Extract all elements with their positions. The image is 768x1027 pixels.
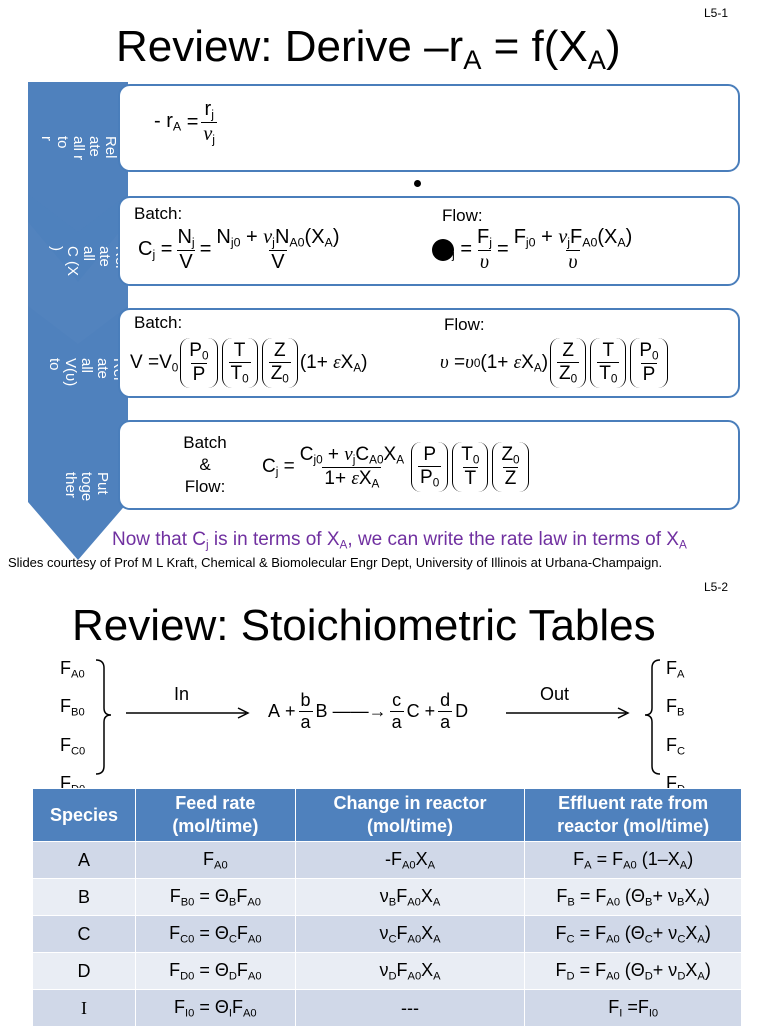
slide-credit: Slides courtesy of Prof M L Kraft, Chemi…: [8, 555, 663, 570]
rate-law-note: Now that Cj is in terms of XA, we can wr…: [112, 529, 687, 552]
effluent-cell: FD = FA0 (ΘD+ νDXA): [524, 952, 742, 990]
process-chevron-arrow: [28, 82, 128, 560]
table-row: A FA0 -FA0XA FA = FA0 (1–XA): [32, 841, 742, 879]
species-cell: A: [32, 841, 136, 879]
table-header: Species: [32, 788, 136, 842]
rate-relation-card: [118, 84, 740, 172]
feed-rate-cell: FA0: [134, 841, 296, 879]
feed-rate-cell: FD0 = ΘDFA0: [134, 952, 296, 990]
combined-relation-card: [118, 420, 740, 510]
chevron-step-2-text: Rel ate all C (X ): [48, 246, 129, 276]
species-cell: D: [32, 952, 136, 990]
chevron-step-3-text: Rel ate all V(υ) to: [46, 358, 127, 387]
in-label: In: [174, 684, 190, 704]
change-cell: νDFA0XA: [294, 952, 526, 990]
slide-title-2: Review: Stoichiometric Tables: [72, 601, 656, 650]
slide-title-1: Review: Derive –rA = f(XA): [116, 22, 621, 76]
feed-rate-cell: FB0 = ΘBFA0: [134, 878, 296, 916]
table-row: C FC0 = ΘCFA0 νCFA0XA FC = FA0 (ΘC+ νCXA…: [32, 915, 742, 953]
effluent-cell: FI =FI0: [524, 989, 742, 1027]
concentration-relation-card: [118, 196, 740, 286]
chevron-step-1-text: Rel ate all r to r: [38, 136, 119, 161]
change-cell: νCFA0XA: [294, 915, 526, 953]
feed-rate-cell: FC0 = ΘCFA0: [134, 915, 296, 953]
bullet-dot-small: [414, 180, 421, 187]
stoichiometric-table: Species Feed rate (mol/time) Change in r…: [32, 788, 742, 1027]
batch-label-1: Batch:: [134, 204, 183, 223]
slide-number-2: L5-2: [704, 580, 729, 594]
chevron-step-4-text: Put toge ther: [62, 472, 111, 502]
out-label: Out: [540, 684, 570, 704]
batch-label-2: Batch:: [134, 313, 183, 332]
flow-label-1: Flow:: [442, 206, 483, 225]
change-cell: ---: [294, 989, 526, 1027]
batch-flow-label: Batch & Flow:: [183, 433, 227, 496]
slide-number-1: L5-1: [704, 6, 729, 20]
effluent-cell: FC = FA0 (ΘC+ νCXA): [524, 915, 742, 953]
species-cell: B: [32, 878, 136, 916]
table-row: D FD0 = ΘDFA0 νDFA0XA FD = FA0 (ΘD+ νDXA…: [32, 952, 742, 990]
feed-bracket: [95, 659, 112, 775]
effluent-cell: FA = FA0 (1–XA): [524, 841, 742, 879]
table-row: B FB0 = ΘBFA0 νBFA0XA FB = FA0 (ΘB+ νBXA…: [32, 878, 742, 916]
table-header: Feed rate (mol/time): [134, 788, 296, 842]
change-cell: νBFA0XA: [294, 878, 526, 916]
out-arrow: [506, 707, 630, 719]
table-row: I FI0 = ΘIFA0 --- FI =FI0: [32, 989, 742, 1027]
species-cell: C: [32, 915, 136, 953]
table-header: Effluent rate from reactor (mol/time): [524, 788, 742, 842]
change-cell: -FA0XA: [294, 841, 526, 879]
species-cell: I: [32, 989, 136, 1027]
effluent-cell: FB = FA0 (ΘB+ νBXA): [524, 878, 742, 916]
table-header: Change in reactor (mol/time): [294, 788, 526, 842]
flow-label-2: Flow:: [444, 315, 485, 334]
effluent-bracket: [644, 659, 661, 775]
bullet-dot-large: [432, 239, 454, 261]
in-arrow: [126, 707, 250, 719]
table-header-row: Species Feed rate (mol/time) Change in r…: [32, 788, 742, 842]
feed-rate-cell: FI0 = ΘIFA0: [134, 989, 296, 1027]
